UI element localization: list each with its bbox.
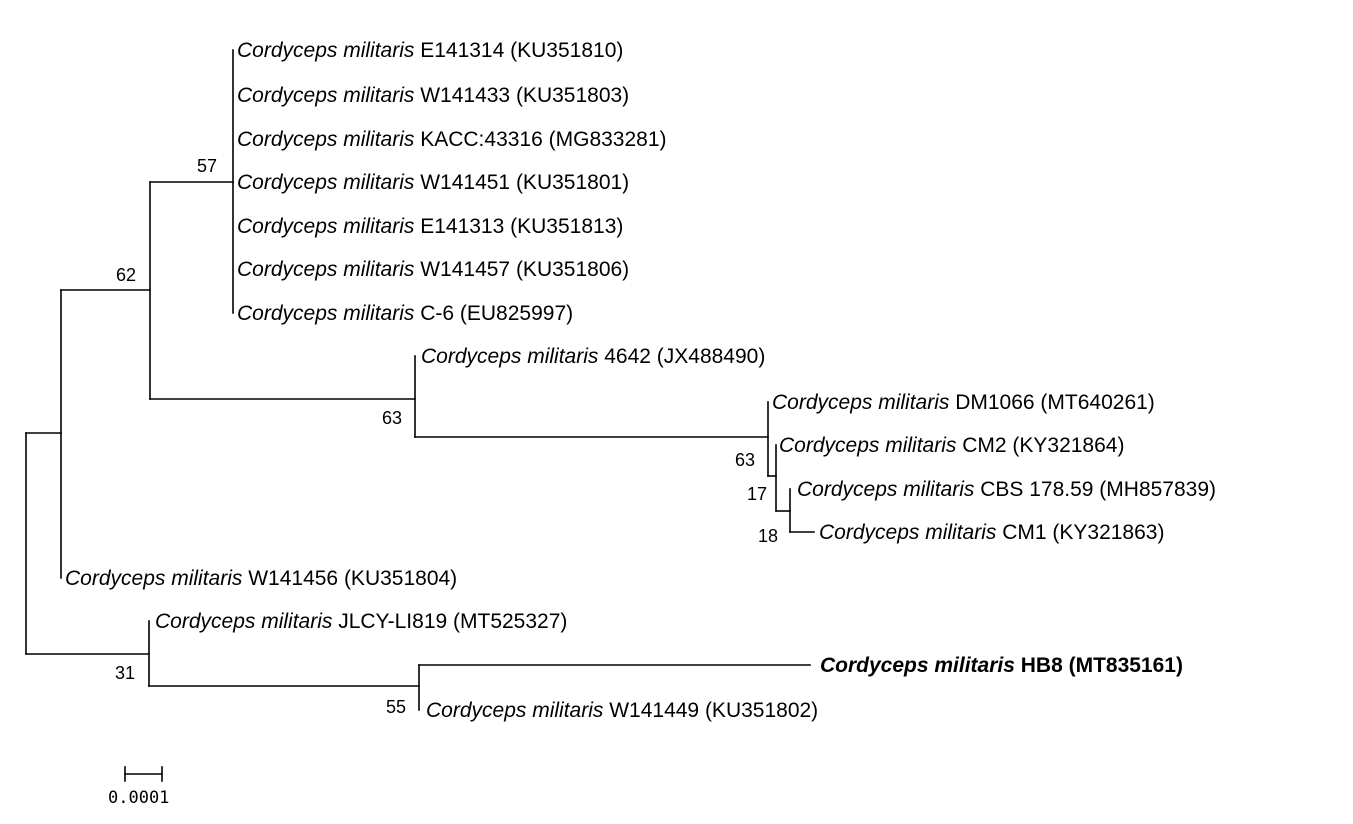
taxon-label-cm2: Cordyceps militaris CM2 (KY321864) (779, 434, 1124, 457)
species-name: Cordyceps militaris (237, 171, 415, 194)
bootstrap-cladeb3: 17 (747, 484, 767, 504)
species-name: Cordyceps militaris (772, 391, 950, 414)
strain-id: E141313 (KU351813) (414, 215, 623, 238)
strain-id: CM1 (KY321863) (996, 521, 1164, 544)
species-name: Cordyceps militaris (237, 39, 415, 62)
taxon-label-w141456: Cordyceps militaris W141456 (KU351804) (65, 567, 457, 590)
species-name: Cordyceps militaris (421, 345, 599, 368)
strain-id: JLCY-LI819 (MT525327) (332, 610, 567, 633)
strain-id: DM1066 (MT640261) (949, 391, 1154, 414)
bootstrap-cladeb2: 63 (735, 450, 755, 470)
taxon-label-w141433: Cordyceps militaris W141433 (KU351803) (237, 84, 629, 107)
species-name: Cordyceps militaris (237, 302, 415, 325)
strain-id: KACC:43316 (MG833281) (414, 128, 666, 151)
strain-id: C-6 (EU825997) (414, 302, 573, 325)
bootstrap-cladec: 31 (115, 663, 135, 683)
strain-id: W141451 (KU351801) (414, 171, 629, 194)
species-name: Cordyceps militaris (237, 84, 415, 107)
strain-id: W141449 (KU351802) (603, 699, 818, 722)
taxon-label-cm1: Cordyceps militaris CM1 (KY321863) (819, 521, 1164, 544)
taxon-label-e141314: Cordyceps militaris E141314 (KU351810) (237, 39, 623, 62)
bootstrap-values: 57 62 63 63 17 18 31 55 (115, 156, 778, 717)
taxon-label-c6: Cordyceps militaris C-6 (EU825997) (237, 302, 573, 325)
species-name: Cordyceps militaris (426, 699, 604, 722)
bootstrap-cladea: 57 (197, 156, 217, 176)
strain-id: HB8 (MT835161) (1015, 654, 1183, 677)
species-name: Cordyceps militaris (155, 610, 333, 633)
bootstrap-cladeb4: 18 (758, 526, 778, 546)
strain-id: 4642 (JX488490) (598, 345, 765, 368)
species-name: Cordyceps militaris (797, 478, 975, 501)
taxon-label-hb8: Cordyceps militaris HB8 (MT835161) (820, 654, 1183, 677)
strain-id: E141314 (KU351810) (414, 39, 623, 62)
bootstrap-cladec2: 55 (386, 697, 406, 717)
taxon-label-w141451: Cordyceps militaris W141451 (KU351801) (237, 171, 629, 194)
scale-bar: 0.0001 (108, 766, 169, 808)
bootstrap-cladeb: 63 (382, 408, 402, 428)
taxon-label-4642: Cordyceps militaris 4642 (JX488490) (421, 345, 765, 368)
strain-id: W141456 (KU351804) (242, 567, 457, 590)
taxon-label-w141449: Cordyceps militaris W141449 (KU351802) (426, 699, 818, 722)
taxon-label-cbs17859: Cordyceps militaris CBS 178.59 (MH857839… (797, 478, 1216, 501)
taxon-label-jlcy: Cordyceps militaris JLCY-LI819 (MT525327… (155, 610, 567, 633)
species-name: Cordyceps militaris (237, 215, 415, 238)
species-name: Cordyceps militaris (779, 434, 957, 457)
strain-id: W141457 (KU351806) (414, 258, 629, 281)
species-name: Cordyceps militaris (237, 128, 415, 151)
bootstrap-cladeab: 62 (116, 265, 136, 285)
strain-id: W141433 (KU351803) (414, 84, 629, 107)
taxon-label-w141457: Cordyceps militaris W141457 (KU351806) (237, 258, 629, 281)
tree-branches (25, 49, 815, 711)
taxon-labels: Cordyceps militaris E141314 (KU351810)Co… (65, 39, 1216, 722)
species-name: Cordyceps militaris (820, 654, 1015, 677)
strain-id: CBS 178.59 (MH857839) (974, 478, 1216, 501)
species-name: Cordyceps militaris (819, 521, 997, 544)
taxon-label-e141313: Cordyceps militaris E141313 (KU351813) (237, 215, 623, 238)
species-name: Cordyceps militaris (237, 258, 415, 281)
scale-bar-label: 0.0001 (108, 788, 169, 808)
species-name: Cordyceps militaris (65, 567, 243, 590)
taxon-label-kacc43316: Cordyceps militaris KACC:43316 (MG833281… (237, 128, 667, 151)
strain-id: CM2 (KY321864) (956, 434, 1124, 457)
taxon-label-dm1066: Cordyceps militaris DM1066 (MT640261) (772, 391, 1155, 414)
